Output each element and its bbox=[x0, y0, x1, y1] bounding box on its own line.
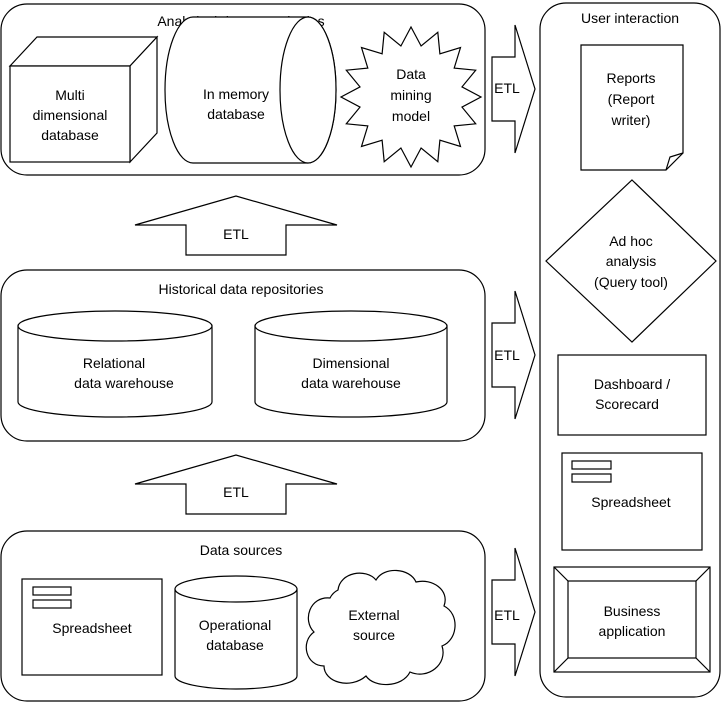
relational-data-warehouse-cylinder: Relational data warehouse bbox=[17, 310, 213, 418]
external-label-line1: External bbox=[348, 607, 399, 623]
business-label-line2: application bbox=[599, 623, 666, 639]
data-mining-label-line2: mining bbox=[390, 87, 431, 103]
etl-right-arrow-mid: ETL bbox=[491, 290, 536, 420]
dashboard-box: Dashboard / Scorecard bbox=[557, 354, 707, 436]
etl-right-top-label: ETL bbox=[494, 80, 520, 96]
adhoc-label-line3: (Query tool) bbox=[594, 274, 668, 290]
data-mining-model-star: Data mining model bbox=[339, 25, 483, 169]
dashboard-label-line2: Scorecard bbox=[595, 396, 659, 412]
spreadsheet-bar-icon bbox=[571, 460, 612, 470]
etl-right-arrow-bottom: ETL bbox=[491, 547, 536, 677]
operational-label-line1: Operational bbox=[199, 617, 271, 633]
source-spreadsheet-label: Spreadsheet bbox=[52, 620, 132, 636]
adhoc-label-line2: analysis bbox=[606, 253, 657, 269]
etl-right-mid-label: ETL bbox=[494, 347, 520, 363]
dimensional-data-warehouse-cylinder: Dimensional data warehouse bbox=[254, 310, 448, 418]
etl-up-upper-label: ETL bbox=[223, 226, 249, 242]
reports-label-line3: writer) bbox=[611, 112, 651, 128]
dimensional-label-line2: data warehouse bbox=[301, 375, 401, 391]
user-interaction-group: User interaction Reports (Report writer)… bbox=[539, 2, 721, 698]
etl-right-arrow-top: ETL bbox=[491, 24, 536, 154]
reports-label-line2: (Report bbox=[608, 91, 655, 107]
spreadsheet-bar-icon bbox=[32, 586, 72, 596]
data-mining-label-line3: model bbox=[392, 108, 430, 124]
reports-document: Reports (Report writer) bbox=[580, 44, 684, 171]
spreadsheet-bar-icon bbox=[571, 473, 612, 483]
spreadsheet-bar-icon bbox=[32, 599, 72, 609]
relational-label-line2: data warehouse bbox=[74, 375, 174, 391]
user-interaction-title: User interaction bbox=[581, 10, 679, 26]
operational-database-cylinder: Operational database bbox=[174, 575, 298, 690]
in-memory-label-line1: In memory bbox=[203, 86, 269, 102]
multidimensional-label-line3: database bbox=[41, 127, 99, 143]
multidimensional-label-line2: dimensional bbox=[33, 107, 108, 123]
multidimensional-database-cube: Multi dimensional database bbox=[8, 35, 159, 164]
relational-label-line1: Relational bbox=[83, 355, 145, 371]
external-label-line2: source bbox=[353, 627, 395, 643]
etl-up-lower-label: ETL bbox=[223, 484, 249, 500]
multidimensional-label-line1: Multi bbox=[55, 87, 85, 103]
user-spreadsheet-label: Spreadsheet bbox=[591, 494, 671, 510]
reports-label-line1: Reports bbox=[606, 70, 655, 86]
in-memory-label-line2: database bbox=[207, 106, 265, 122]
operational-label-line2: database bbox=[206, 637, 264, 653]
analytical-repositories-group: Analytical data repositories Multi dimen… bbox=[0, 3, 486, 176]
business-label-line1: Business bbox=[604, 603, 661, 619]
ad-hoc-analysis-diamond: Ad hoc analysis (Query tool) bbox=[545, 179, 717, 343]
historical-repositories-title: Historical data repositories bbox=[159, 281, 324, 297]
user-spreadsheet-window: Spreadsheet bbox=[561, 452, 703, 551]
business-application-frame: Business application bbox=[553, 566, 711, 673]
external-source-cloud: External source bbox=[305, 569, 456, 686]
data-mining-label-line1: Data bbox=[396, 66, 426, 82]
in-memory-database-cylinder: In memory database bbox=[164, 16, 337, 164]
data-sources-title: Data sources bbox=[200, 542, 282, 558]
dimensional-label-line1: Dimensional bbox=[312, 355, 389, 371]
adhoc-label-line1: Ad hoc bbox=[609, 233, 653, 249]
source-spreadsheet-window: Spreadsheet bbox=[21, 578, 163, 676]
historical-repositories-group: Historical data repositories Relational … bbox=[0, 269, 486, 442]
data-sources-group: Data sources Spreadsheet Operational dat… bbox=[0, 530, 486, 702]
etl-right-bottom-label: ETL bbox=[494, 607, 520, 623]
etl-up-arrow-upper: ETL bbox=[134, 195, 338, 256]
dashboard-label-line1: Dashboard / bbox=[594, 376, 670, 392]
etl-up-arrow-lower: ETL bbox=[134, 454, 338, 515]
